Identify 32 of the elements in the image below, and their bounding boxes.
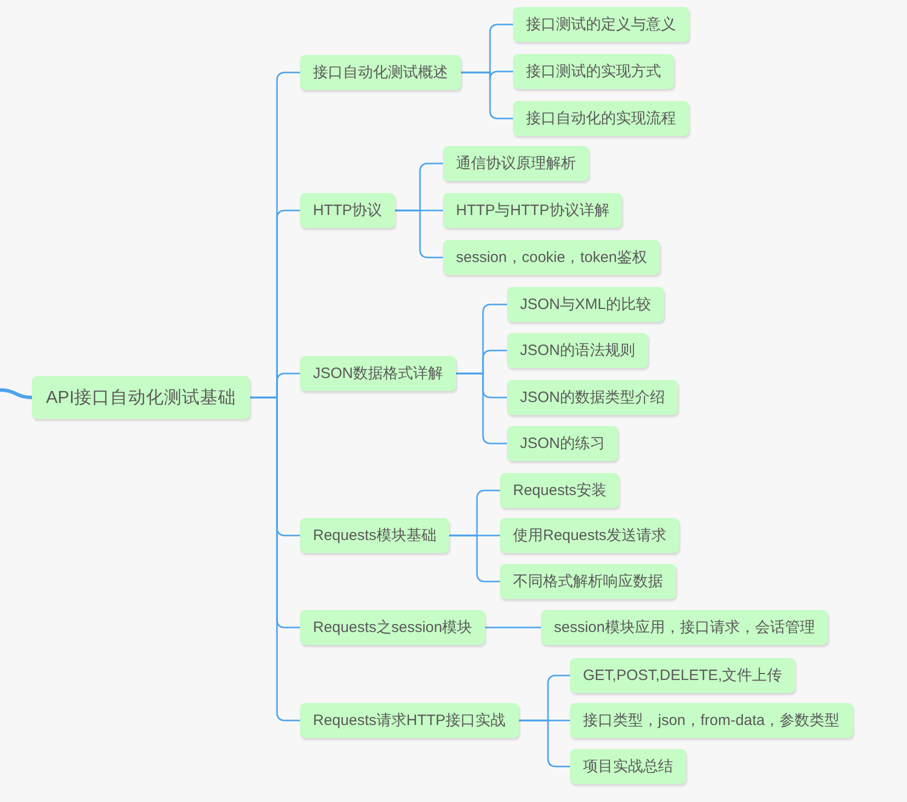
topic-box: HTTP与HTTP协议详解 [443,193,622,228]
topic-box: session模块应用，接口请求，会话管理 [541,610,828,645]
topic-box: 项目实战总结 [570,749,686,784]
topic-box: Requests请求HTTP接口实战 [300,703,519,738]
connector-line [485,626,541,628]
topic-box: 使用Requests发送请求 [500,518,680,553]
topic-box: 接口测试的实现方式 [513,54,674,89]
connector-line [461,72,513,120]
topic-box: session，cookie，token鉴权 [443,240,660,275]
connector-line [456,372,507,444]
topic-box: 接口自动化的实现流程 [513,101,689,136]
topic-box: 接口类型，json，from-data，参数类型 [570,703,853,738]
topic-box: 通信协议原理解析 [443,146,589,181]
topic-box: HTTP协议 [300,193,396,228]
topic-box: 接口测试的定义与意义 [513,7,689,42]
topic-box: 不同格式解析响应数据 [500,564,676,599]
topic-box: JSON数据格式详解 [300,356,456,391]
connector-line [250,396,300,722]
root-topic-box: API接口自动化测试基础 [32,376,250,419]
connector-line [0,388,32,400]
topic-box: 接口自动化测试概述 [300,55,461,90]
connector-line [395,210,443,258]
topic-box: JSON与XML的比较 [507,287,664,322]
connector-line [449,534,500,582]
connector-line [518,720,570,768]
topic-box: Requests之session模块 [300,610,486,645]
topic-box: GET,POST,DELETE,文件上传 [570,658,796,693]
topic-box: JSON的语法规则 [507,333,648,368]
topic-box: JSON的数据类型介绍 [507,380,678,415]
topic-box: Requests安装 [500,473,620,508]
topic-box: JSON的练习 [507,426,618,461]
topic-box: Requests模块基础 [300,518,450,553]
